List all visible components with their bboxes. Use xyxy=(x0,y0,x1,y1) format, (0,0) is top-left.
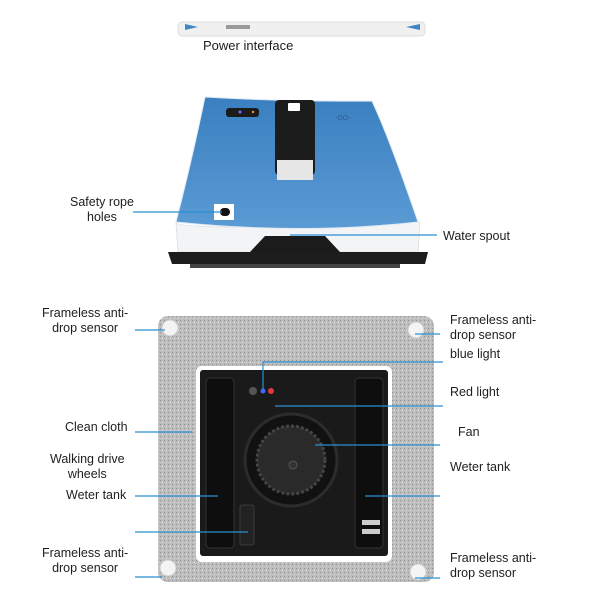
robot-side-edge xyxy=(177,21,426,37)
label-sensor-bottom-right: Frameless anti- drop sensor xyxy=(450,551,536,581)
label-line: Frameless anti- xyxy=(450,551,537,565)
label-water-spout: Water spout xyxy=(443,229,510,243)
label-sensor-bottom-left: Frameless anti- drop sensor xyxy=(42,546,128,576)
svg-text:-GO-: -GO- xyxy=(335,115,351,122)
label-walking-drive-wheels: Walking drive wheels xyxy=(50,452,125,482)
label-line: wheels xyxy=(67,467,107,481)
robot-front-view: -GO- xyxy=(168,96,428,268)
label-power-interface: Power interface xyxy=(203,38,294,53)
leader-lines xyxy=(133,211,443,579)
label-safety-rope-holes: Safety rope holes xyxy=(70,195,134,225)
label-line: holes xyxy=(87,210,117,224)
label-water-tank-left: Weter tank xyxy=(66,488,127,502)
label-line: Frameless anti- xyxy=(42,546,129,560)
label-water-tank-right: Weter tank xyxy=(450,460,511,474)
label-sensor-top-left: Frameless anti- drop sensor xyxy=(42,306,128,336)
robot-bottom-view xyxy=(150,316,450,600)
label-line: drop sensor xyxy=(450,328,517,342)
safety-rope-hole xyxy=(220,208,230,216)
label-line: drop sensor xyxy=(52,561,119,575)
label-line: Safety rope xyxy=(70,195,134,209)
label-clean-cloth: Clean cloth xyxy=(65,420,128,434)
label-line: drop sensor xyxy=(52,321,119,335)
label-line: Walking drive xyxy=(50,452,125,466)
label-line: Frameless anti- xyxy=(42,306,129,320)
label-red-light: Red light xyxy=(450,385,500,399)
label-line: Frameless anti- xyxy=(450,313,537,327)
label-fan: Fan xyxy=(458,425,480,439)
label-blue-light: blue light xyxy=(450,347,501,361)
water-spout xyxy=(250,236,340,252)
power-port xyxy=(226,25,250,29)
label-sensor-top-right: Frameless anti- drop sensor xyxy=(450,313,536,343)
blue-light xyxy=(260,388,266,394)
red-light xyxy=(268,388,274,394)
label-line: drop sensor xyxy=(450,566,517,580)
